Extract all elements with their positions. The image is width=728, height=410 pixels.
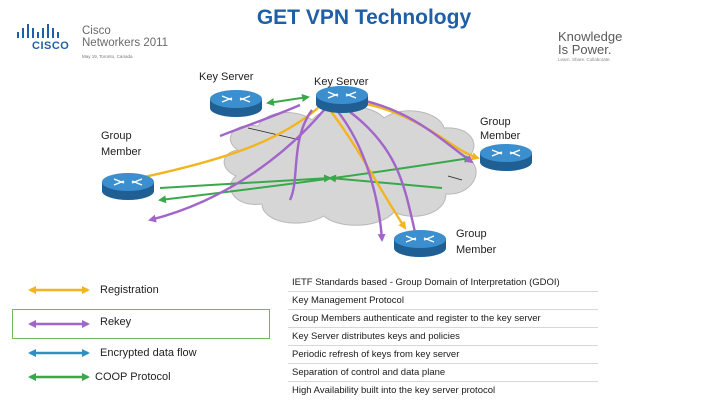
info-divider — [288, 363, 598, 364]
label-group-member-bottom-line2: Member — [456, 244, 497, 256]
info-line: Separation of control and data plane — [292, 367, 446, 378]
label-group-member-bottom: Group Member — [456, 226, 496, 258]
slogan-line2: Is Power. — [558, 42, 612, 57]
label-group-member-bottom-line1: Group — [456, 228, 487, 240]
info-divider — [288, 381, 598, 382]
router-group-member-left-icon — [101, 172, 155, 201]
info-line: Key Server distributes keys and policies — [292, 331, 460, 342]
info-divider — [288, 345, 598, 346]
label-group-member-right: Group Member — [480, 115, 520, 143]
label-group-member-right-line2: Member — [480, 130, 521, 142]
info-line: Key Management Protocol — [292, 295, 404, 306]
label-group-member-left-line1: Group — [101, 130, 132, 142]
slogan-tagline: Learn. Share. Collaborate. — [558, 57, 611, 62]
label-key-server-left: Key Server — [199, 71, 254, 83]
label-group-member-right-line1: Group — [480, 116, 511, 128]
router-key-server-left-icon — [209, 89, 263, 118]
legend-label-coop-protocol: COOP Protocol — [95, 371, 171, 383]
event-name-line2: Networkers 2011 — [82, 37, 169, 49]
router-group-member-bottom-icon — [393, 229, 447, 258]
info-line: Group Members authenticate and register … — [292, 313, 541, 324]
legend-arrows — [28, 286, 90, 381]
router-group-member-right-icon — [479, 143, 533, 172]
info-divider — [288, 327, 598, 328]
event-date: May 19, Toronto, Canada — [82, 54, 133, 59]
info-divider — [288, 309, 598, 310]
event-name: Cisco Networkers 2011 — [82, 25, 168, 49]
cisco-bridge-logo-icon — [17, 24, 59, 38]
slide-title: GET VPN Technology — [256, 6, 472, 29]
cisco-wordmark: CISCO — [32, 40, 70, 52]
slogan: Knowledge Is Power. — [558, 30, 622, 56]
label-group-member-left: Group Member — [101, 128, 141, 160]
label-group-member-left-line2: Member — [101, 146, 142, 158]
legend-highlight-box — [12, 309, 270, 339]
legend-label-registration: Registration — [100, 284, 159, 296]
info-line: Periodic refresh of keys from key server — [292, 349, 460, 360]
event-name-line1: Cisco — [82, 25, 111, 37]
info-line: High Availability built into the key ser… — [292, 385, 496, 396]
router-key-server-center-icon — [315, 85, 369, 114]
legend-label-rekey: Rekey — [100, 316, 132, 328]
legend-label-encrypted-data-flow: Encrypted data flow — [100, 347, 197, 359]
info-divider — [288, 291, 598, 292]
slogan-line1: Knowledge — [558, 29, 623, 44]
label-key-server-center: Key Server — [314, 76, 369, 88]
info-line: IETF Standards based - Group Domain of I… — [292, 277, 560, 288]
